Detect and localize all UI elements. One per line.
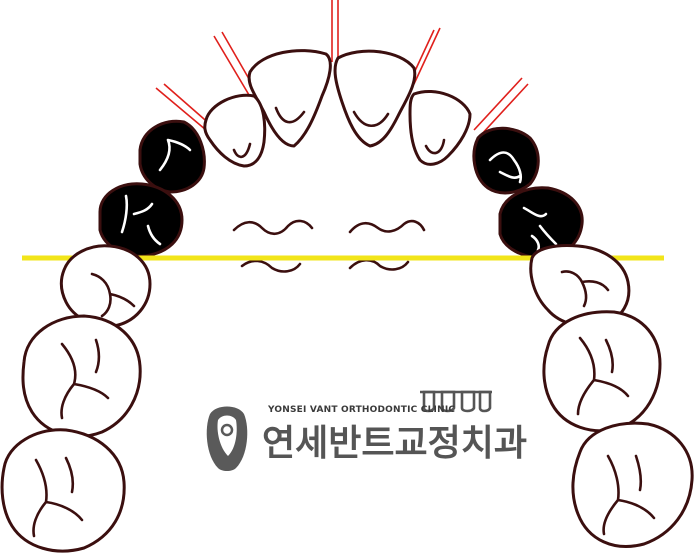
upper-right-first-molar (21, 314, 142, 438)
upper-right-lateral-incisor (203, 93, 267, 168)
upper-left-first-molar (542, 310, 662, 433)
upper-left-canine (529, 244, 631, 328)
upper-left-second-premolar-extraction (498, 186, 584, 260)
upper-left-central-incisor (333, 49, 417, 148)
upper-right-canine (59, 244, 152, 328)
palatal-rugae (232, 219, 426, 273)
upper-right-second-molar (0, 428, 126, 553)
upper-right-first-premolar-extraction (138, 119, 206, 194)
shield-emblem-icon (206, 406, 248, 471)
upper-left-second-molar (571, 421, 694, 548)
clinic-logo: YONSEI VANT ORTHODONTIC CLINIC 연세반트교정치과 (206, 390, 527, 471)
tooth-row-emblem-icon (420, 390, 492, 413)
red-indicator-lines (155, 0, 529, 137)
clinic-korean-name: 연세반트교정치과 (262, 423, 527, 464)
upper-left-lateral-incisor (408, 89, 472, 166)
upper-left-first-premolar-extraction (472, 126, 540, 195)
clinic-english-name: YONSEI VANT ORTHODONTIC CLINIC (267, 405, 455, 415)
